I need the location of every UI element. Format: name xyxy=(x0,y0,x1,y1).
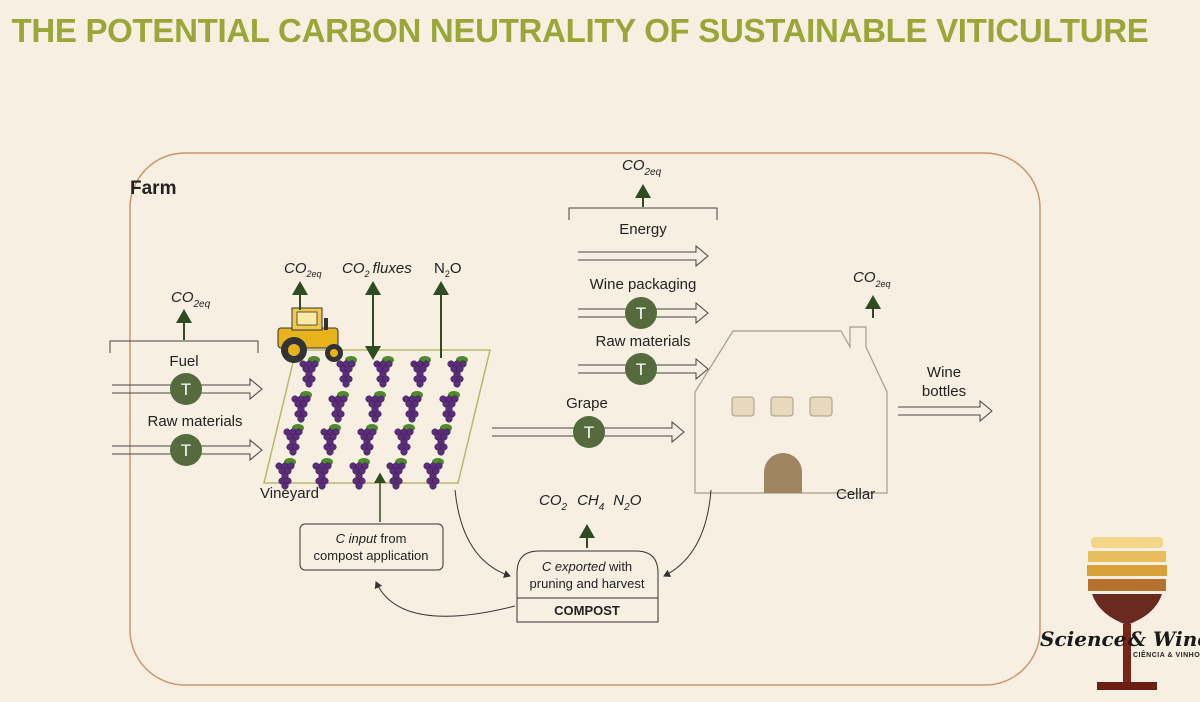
grape-cluster-icon xyxy=(275,458,296,490)
grape-cluster-icon xyxy=(299,356,320,388)
grape-cluster-icon xyxy=(320,424,341,456)
transport-circle-raw-top xyxy=(625,353,657,385)
brand-subtitle: CIÊNCIA & VINHO xyxy=(1133,650,1200,659)
brand-name-part1: Science xyxy=(1040,627,1126,651)
transport-circle-grape xyxy=(573,416,605,448)
grape-cluster-icon xyxy=(423,458,444,490)
grape-cluster-icon xyxy=(447,356,468,388)
cellar-door xyxy=(764,453,802,493)
top-inputs: CO2eq Energy Wine packaging T Raw materi… xyxy=(568,157,718,385)
c-input-line1: C input from xyxy=(336,531,407,546)
tractor-icon xyxy=(277,307,343,363)
cellar-building: CO2eq Cellar xyxy=(694,269,891,503)
wine-packaging-arrow xyxy=(578,301,709,325)
vineyard-plot xyxy=(263,349,491,484)
tractor-emission-label: CO2eq xyxy=(284,260,322,279)
grape-cluster-icon xyxy=(336,356,357,388)
wine-output-arrow xyxy=(898,399,993,423)
transport-symbol: T xyxy=(584,423,594,442)
grape-cluster-icon xyxy=(291,391,312,423)
raw-materials-left-label: Raw materials xyxy=(147,413,242,430)
top-emission-label: CO2eq xyxy=(622,157,662,178)
transport-circle-packaging xyxy=(625,297,657,329)
c-input-box xyxy=(299,523,444,571)
grape-cluster-icon xyxy=(328,391,349,423)
wine-output: Wine bottles xyxy=(898,364,993,423)
cellar-emission-label: CO2eq xyxy=(853,269,891,289)
bottles-label: bottles xyxy=(922,383,966,400)
page-title: THE POTENTIAL CARBON NEUTRALITY OF SUSTA… xyxy=(11,12,1149,49)
exported-label-line2: pruning and harvest xyxy=(530,576,645,591)
grape-clusters xyxy=(275,356,468,490)
grape-label: Grape xyxy=(566,395,608,412)
grape-cluster-icon xyxy=(439,391,460,423)
left-emission-label: CO2eq xyxy=(171,289,211,310)
science-and-wine-logo: Science & Wine CIÊNCIA & VINHO xyxy=(1040,537,1200,690)
farm-boundary xyxy=(129,152,1041,686)
transport-circle-raw-left xyxy=(170,434,202,466)
raw-materials-top-label: Raw materials xyxy=(595,333,690,350)
fuel-arrow xyxy=(112,377,263,401)
grape-cluster-icon xyxy=(386,458,407,490)
energy-arrow xyxy=(578,244,709,268)
grape-cluster-icon xyxy=(283,424,304,456)
transport-symbol: T xyxy=(636,304,646,323)
raw-materials-top-arrow xyxy=(578,357,709,381)
wine-label: Wine xyxy=(927,364,961,381)
grape-cluster-icon xyxy=(402,391,423,423)
grape-cluster-icon xyxy=(373,356,394,388)
grape-cluster-icon xyxy=(312,458,333,490)
energy-label: Energy xyxy=(619,221,667,238)
grape-flow: Grape T xyxy=(492,395,685,448)
brand-name-part2: & Wine xyxy=(1128,627,1200,651)
wine-packaging-label: Wine packaging xyxy=(590,276,697,293)
vineyard-label: Vineyard xyxy=(260,485,319,502)
n2o-label: N2O xyxy=(434,260,462,279)
transport-circle-fuel xyxy=(170,373,202,405)
cellar-label: Cellar xyxy=(836,486,875,503)
grape-cluster-icon xyxy=(410,356,431,388)
transport-symbol: T xyxy=(636,360,646,379)
transport-symbol: T xyxy=(181,380,191,399)
exported-label-line1: C exported with xyxy=(542,559,632,574)
grape-cluster-icon xyxy=(365,391,386,423)
c-input-line2: compost application xyxy=(314,548,429,563)
grape-cluster-icon xyxy=(357,424,378,456)
compost-box xyxy=(516,550,659,623)
c-input: C input from compost application xyxy=(299,472,444,571)
grape-cluster-icon xyxy=(394,424,415,456)
compost-label: COMPOST xyxy=(554,603,620,618)
farm-label: Farm xyxy=(130,178,176,199)
transport-symbol: T xyxy=(181,441,191,460)
left-inputs: CO2eq Fuel T Raw materials T xyxy=(109,289,263,466)
grape-cluster-icon xyxy=(349,458,370,490)
grape-cluster-icon xyxy=(431,424,452,456)
raw-materials-left-arrow xyxy=(112,438,263,462)
fuel-label: Fuel xyxy=(169,353,198,370)
